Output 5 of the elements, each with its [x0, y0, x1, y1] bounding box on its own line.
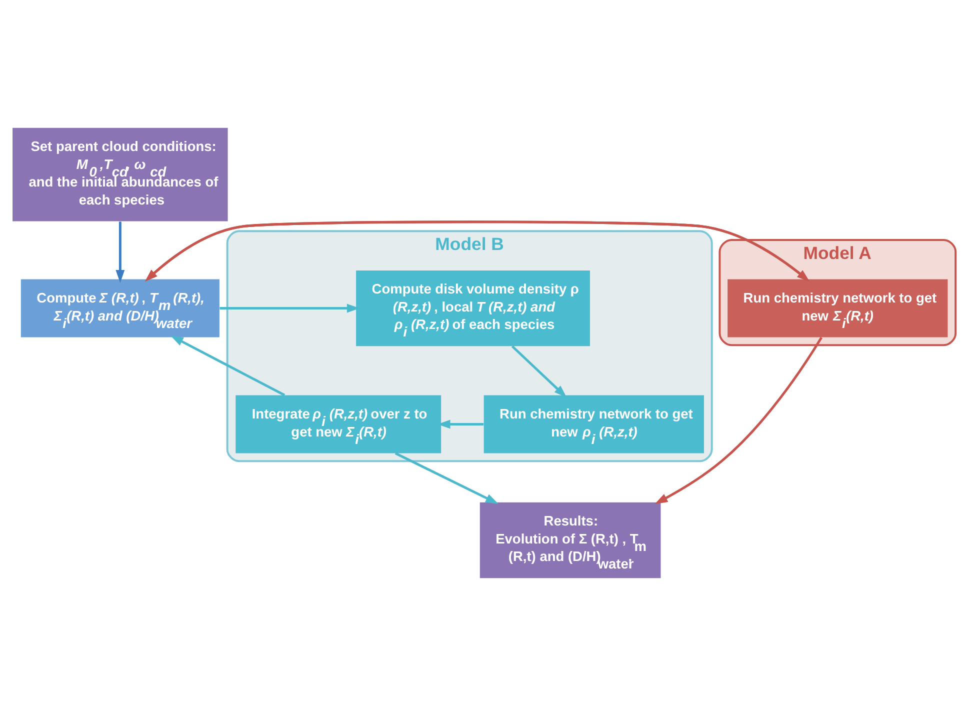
arrow	[654, 336, 822, 504]
arrow	[116, 221, 125, 282]
arrow	[170, 335, 286, 396]
arrow	[511, 344, 567, 398]
arrow	[394, 452, 498, 504]
